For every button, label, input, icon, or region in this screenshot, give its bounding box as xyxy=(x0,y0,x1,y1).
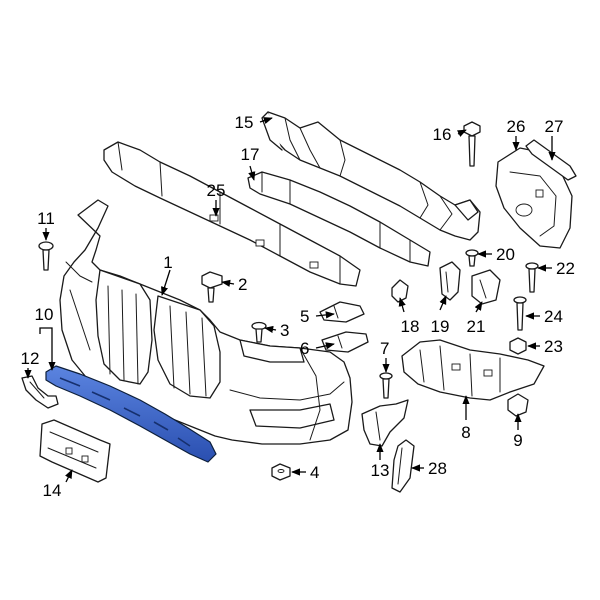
callout-28[interactable]: 28 xyxy=(428,459,447,478)
callout-6[interactable]: 6 xyxy=(300,339,309,358)
part-25-upper-bracket xyxy=(103,141,361,287)
part-22-bolt xyxy=(525,262,539,293)
part-21-bracket xyxy=(471,269,501,305)
part-18-clip xyxy=(391,279,409,303)
callout-24[interactable]: 24 xyxy=(544,307,563,326)
callout-9[interactable]: 9 xyxy=(513,431,522,450)
callout-15[interactable]: 15 xyxy=(235,113,254,132)
callout-19[interactable]: 19 xyxy=(431,317,450,336)
callout-23[interactable]: 23 xyxy=(544,337,563,356)
callout-13[interactable]: 13 xyxy=(371,461,390,480)
part-10-lower-trim xyxy=(45,365,217,463)
part-13-lower-bracket xyxy=(361,399,409,447)
part-16-bolt xyxy=(463,121,481,167)
callout-14[interactable]: 14 xyxy=(43,481,62,500)
part-20-bolt xyxy=(465,249,479,267)
part-5-bracket xyxy=(319,301,365,323)
part-28-trim-strip xyxy=(391,439,415,493)
callout-labels: 1 2 3 4 5 6 7 8 9 10 11 12 13 14 15 16 1… xyxy=(21,113,575,500)
part-14-plate-bracket xyxy=(39,419,111,483)
callout-3[interactable]: 3 xyxy=(280,321,289,340)
part-1-bumper-cover xyxy=(59,199,353,445)
leader-lines xyxy=(24,117,556,483)
callout-26[interactable]: 26 xyxy=(507,117,526,136)
part-17-absorber-bar xyxy=(247,171,431,267)
callout-27[interactable]: 27 xyxy=(545,117,564,136)
part-2-push-nut xyxy=(201,271,223,303)
callout-2[interactable]: 2 xyxy=(238,275,247,294)
callout-8[interactable]: 8 xyxy=(461,423,470,442)
callout-21[interactable]: 21 xyxy=(467,317,486,336)
callout-17[interactable]: 17 xyxy=(241,145,260,164)
part-4-nut xyxy=(271,463,291,481)
part-7-screw xyxy=(379,372,393,399)
callout-1[interactable]: 1 xyxy=(163,253,172,272)
part-8-side-guide xyxy=(401,339,545,401)
callout-5[interactable]: 5 xyxy=(300,307,309,326)
callout-12[interactable]: 12 xyxy=(21,349,40,368)
part-6-bracket xyxy=(321,331,369,353)
part-9-clip xyxy=(507,393,529,417)
callout-25[interactable]: 25 xyxy=(207,181,226,200)
callout-20[interactable]: 20 xyxy=(496,245,515,264)
callout-16[interactable]: 16 xyxy=(433,125,452,144)
part-23-nut xyxy=(509,337,527,355)
part-24-bolt xyxy=(513,296,527,331)
callout-10[interactable]: 10 xyxy=(35,305,54,324)
callout-7[interactable]: 7 xyxy=(380,339,389,358)
part-11-clip xyxy=(38,241,54,271)
callout-11[interactable]: 11 xyxy=(37,209,55,228)
part-12-small-bracket xyxy=(21,375,59,409)
callout-4[interactable]: 4 xyxy=(310,463,319,482)
callout-18[interactable]: 18 xyxy=(401,317,420,336)
part-19-bracket xyxy=(439,261,461,301)
part-3-screw xyxy=(251,321,267,343)
callout-22[interactable]: 22 xyxy=(556,259,575,278)
